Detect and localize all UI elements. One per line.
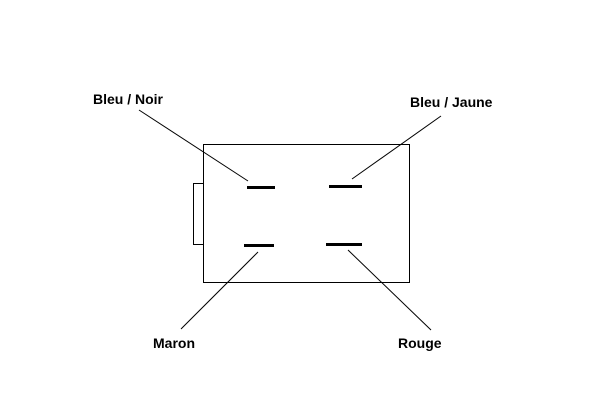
- pin-label-bottom-left: Maron: [153, 335, 195, 351]
- pin-label-top-right: Bleu / Jaune: [410, 94, 493, 110]
- leader-line-top-right: [351, 115, 442, 180]
- pin-label-top-left: Bleu / Noir: [93, 91, 164, 107]
- connector-latch: [193, 183, 204, 245]
- connector-body: [203, 144, 410, 283]
- leader-line-bottom-left: [180, 251, 259, 330]
- leader-line-bottom-right: [347, 249, 432, 331]
- pin-label-bottom-right: Rouge: [398, 335, 442, 351]
- leader-line-top-left: [138, 109, 249, 182]
